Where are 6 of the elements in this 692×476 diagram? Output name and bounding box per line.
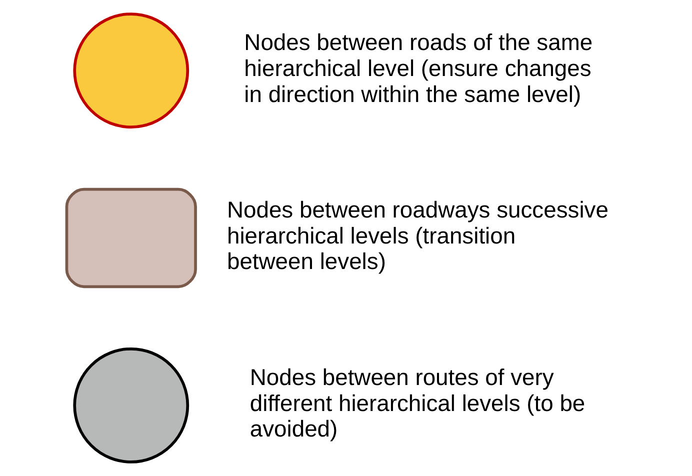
node-box	[64, 188, 196, 288]
node-label: Nodes between routes of very different hierarchical levels (to be avoided)	[249, 364, 585, 442]
node-label: Nodes between roadways successive hierarchical levels (transition between levels)	[226, 196, 608, 274]
node-circle	[72, 347, 189, 464]
node-circle	[72, 12, 189, 129]
node-label: Nodes between roads of the same hierarchical level (ensure changes in direction within the same level)	[244, 29, 592, 107]
